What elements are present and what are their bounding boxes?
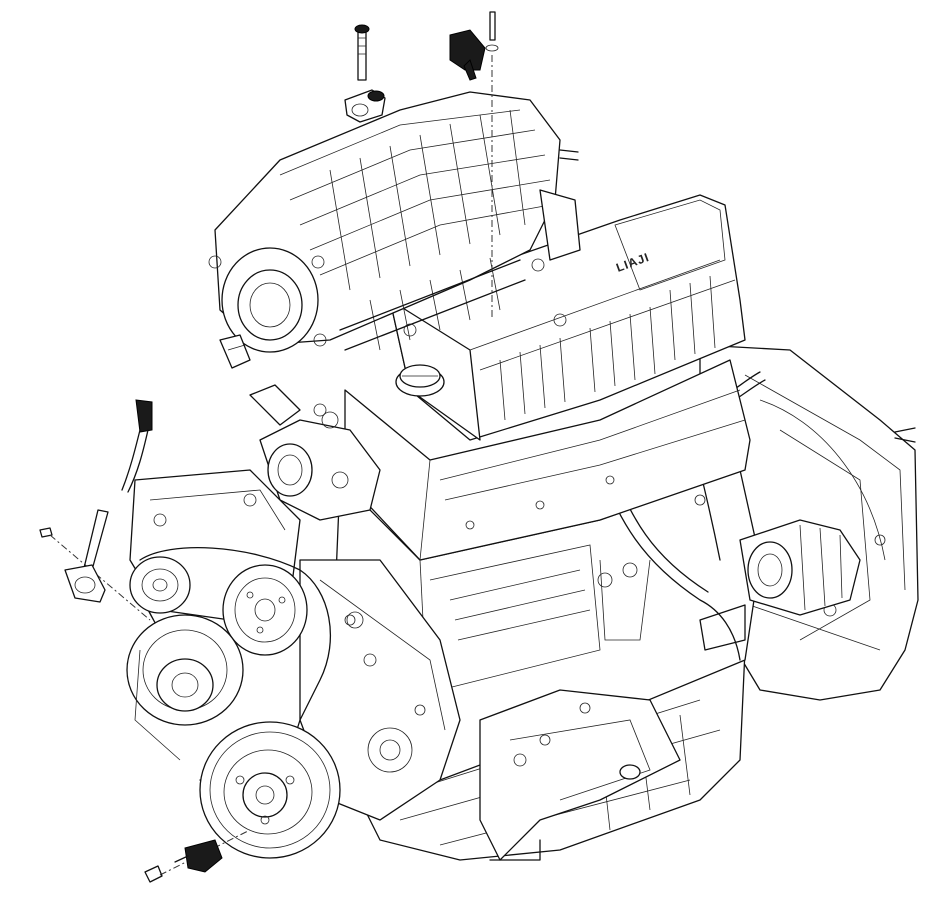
knock-sensor — [344, 24, 386, 123]
valve-cover-ribs — [499, 275, 716, 421]
supercharger-ribs — [329, 109, 526, 291]
map-sensor — [449, 11, 499, 320]
coolant-temp-sensor — [219, 334, 251, 369]
oil-filler-cap — [395, 364, 445, 397]
starter-motor — [699, 519, 861, 651]
alternator-pulley — [126, 614, 244, 726]
crankshaft-sensor — [39, 509, 151, 621]
timing-cover — [299, 559, 461, 821]
camshaft-sensor — [121, 399, 153, 493]
thermostat-housing — [249, 384, 381, 521]
idler-pulley — [129, 556, 191, 614]
speed-sensor — [144, 829, 251, 883]
supercharger — [208, 91, 581, 353]
engine-mount-bracket — [479, 689, 681, 861]
intake-runners — [339, 257, 526, 351]
accessory-belt-drive — [126, 547, 332, 783]
water-pump-pulley — [222, 564, 308, 656]
fittings — [313, 258, 638, 667]
cylinder-head — [344, 359, 751, 561]
crankshaft-pulley — [199, 721, 341, 859]
